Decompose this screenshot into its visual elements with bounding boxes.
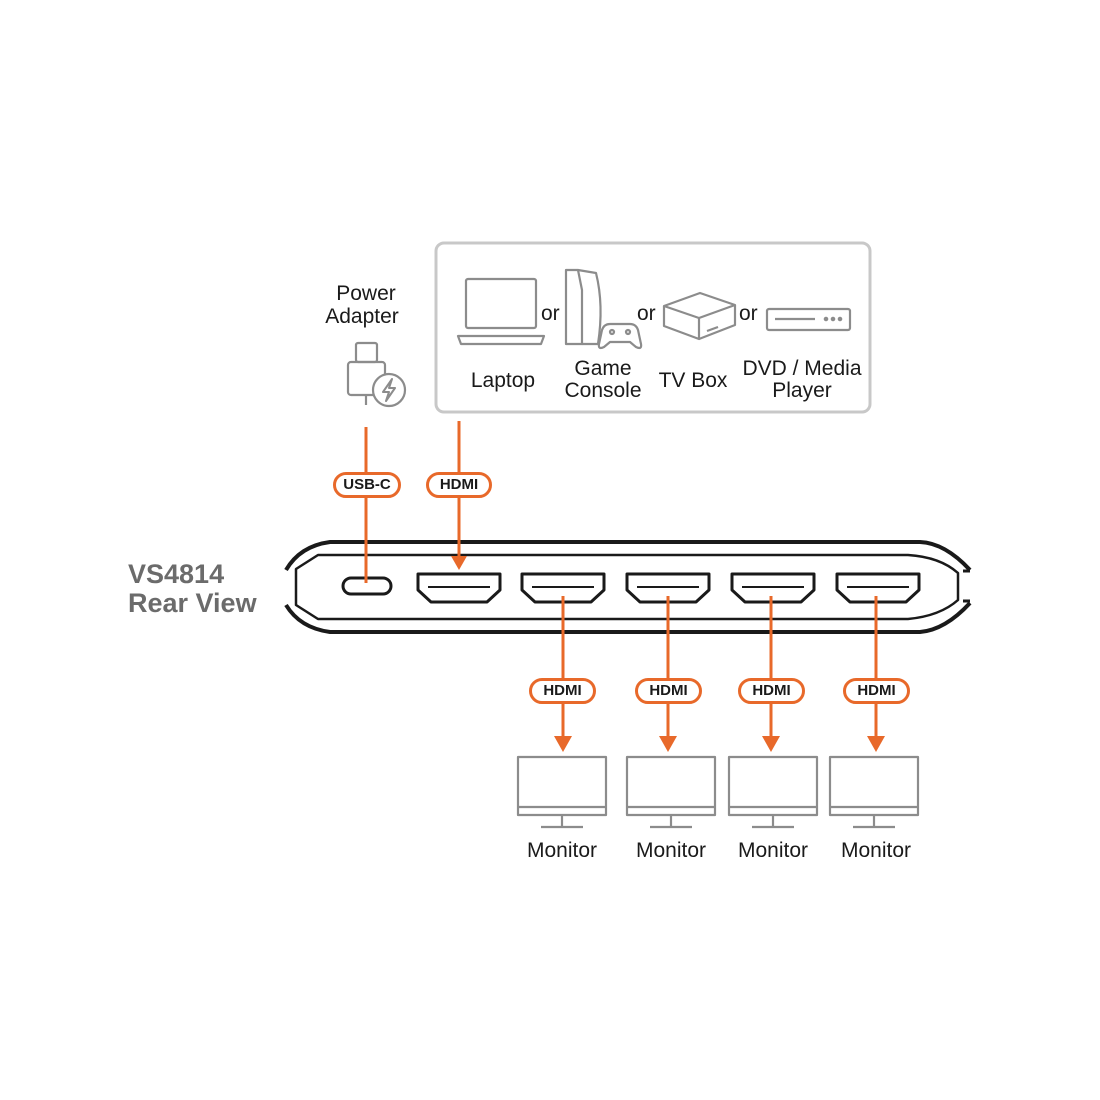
hdmi-output-connector-label: HDMI (738, 678, 805, 704)
usb-c-connector-label: USB-C (333, 472, 401, 498)
device-view-label: Rear View (128, 588, 257, 618)
hdmi-output-cable (659, 596, 677, 752)
game-console-label-line2: Console (564, 379, 642, 402)
power-adapter-label-line2: Adapter (325, 305, 399, 328)
hdmi-output-connector-label: HDMI (843, 678, 910, 704)
dvd-player-label-line2: Player (772, 379, 832, 402)
monitor-label: Monitor (840, 839, 912, 862)
hdmi-output-connector-label: HDMI (635, 678, 702, 704)
hdmi-input-connector-label: HDMI (426, 472, 492, 498)
hdmi-output-cable (554, 596, 572, 752)
tv-box-label: TV Box (658, 369, 728, 392)
dvd-player-label-line1: DVD / Media (742, 357, 862, 380)
dvd-player-icon (765, 307, 852, 332)
monitor-icon (625, 755, 717, 829)
hdmi-output-port (730, 572, 816, 604)
or-separator: or (739, 302, 758, 325)
source-devices-panel (434, 241, 872, 414)
hdmi-output-port (625, 572, 711, 604)
monitor-icon (727, 755, 819, 829)
or-separator: or (637, 302, 656, 325)
hdmi-output-port (520, 572, 606, 604)
power-adapter-label-line1: Power (336, 282, 396, 305)
hdmi-output-connector-label: HDMI (529, 678, 596, 704)
hdmi-input-port (416, 572, 502, 604)
game-console-label-line1: Game (574, 357, 632, 380)
hdmi-output-cable (867, 596, 885, 752)
monitor-label: Monitor (526, 839, 598, 862)
monitor-icon (828, 755, 920, 829)
device-model: VS4814 (128, 559, 225, 589)
monitor-label: Monitor (737, 839, 809, 862)
monitor-icon (516, 755, 608, 829)
hdmi-output-port (835, 572, 921, 604)
game-console-icon (564, 268, 643, 350)
laptop-label: Laptop (470, 369, 536, 392)
laptop-icon (456, 277, 546, 346)
hdmi-output-cable (762, 596, 780, 752)
monitor-label: Monitor (635, 839, 707, 862)
lightning-icon (371, 372, 407, 408)
tv-box-icon (662, 291, 737, 341)
or-separator: or (541, 302, 560, 325)
